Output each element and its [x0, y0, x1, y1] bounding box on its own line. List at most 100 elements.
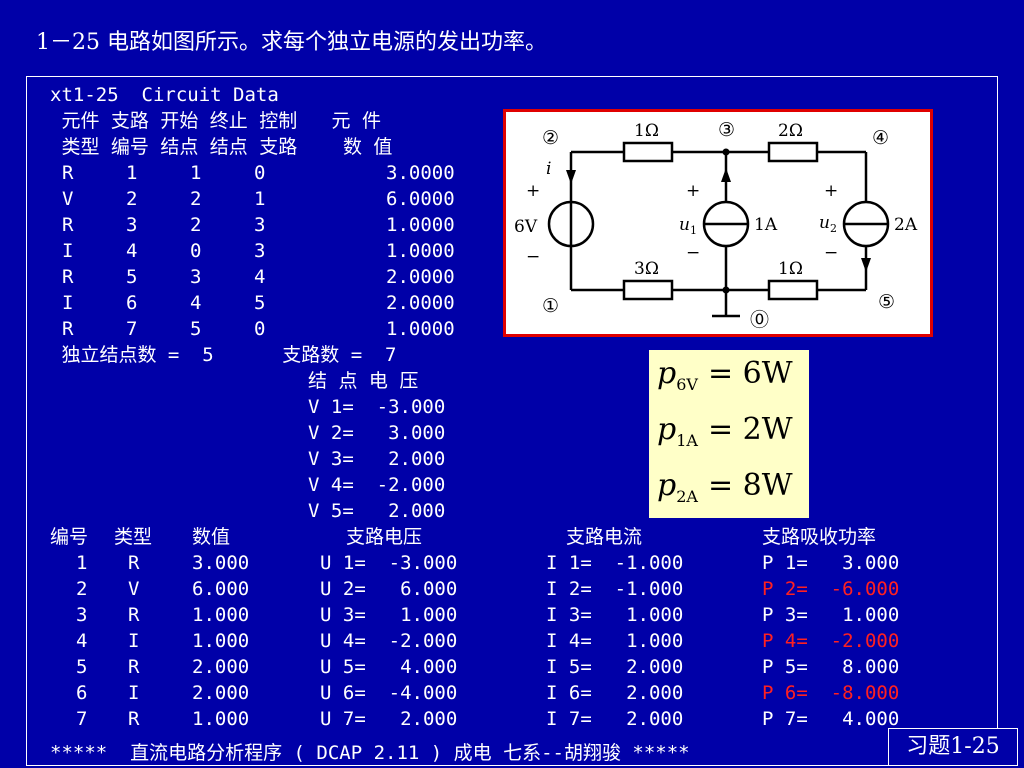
- element-branch: 3: [126, 214, 138, 236]
- power-result-row: p2A = 8W: [657, 468, 793, 506]
- power-value: = 8W: [707, 468, 793, 503]
- plus-u2: +: [824, 181, 838, 201]
- current-arrow-i: [566, 170, 576, 184]
- header-value: 数值: [192, 526, 231, 548]
- label-u2: u: [819, 213, 830, 233]
- minus-u1: −: [686, 243, 700, 263]
- power-symbol: p: [657, 412, 677, 447]
- element-end: 0: [254, 162, 266, 184]
- branch-u: U 3= 1.000: [320, 604, 458, 626]
- branch-p: P 7= 4.000: [762, 708, 900, 730]
- element-branch: 2: [126, 188, 138, 210]
- element-start: 1: [190, 162, 202, 184]
- branch-i: I 7= 2.000: [546, 708, 684, 730]
- branch-type: I: [128, 682, 140, 704]
- element-start: 5: [190, 318, 202, 340]
- node-label-0: ⓪: [750, 309, 769, 331]
- branch-u: U 2= 6.000: [320, 578, 458, 600]
- branch-no: 2: [76, 578, 88, 600]
- node-voltage: V 5= 2.000: [308, 500, 446, 522]
- header-voltage: 支路电压: [346, 526, 423, 548]
- output-panel: [26, 76, 998, 766]
- resistor-bottom-left: [622, 279, 674, 301]
- branch-type: I: [128, 630, 140, 652]
- power-result-row: p6V= 6W: [657, 356, 793, 394]
- element-end: 5: [254, 292, 266, 314]
- branch-p: P 2= -6.000: [762, 578, 900, 600]
- label-i: i: [546, 159, 551, 179]
- branch-u: U 4= -2.000: [320, 630, 458, 652]
- branch-u: U 7= 2.000: [320, 708, 458, 730]
- header-no: 编号: [50, 526, 89, 548]
- element-value: 1.0000: [386, 318, 455, 340]
- node-voltage: V 1= -3.000: [308, 396, 446, 418]
- header-type: 类型: [114, 526, 153, 548]
- label-u1: u: [679, 215, 690, 235]
- node-label-4: ④: [872, 127, 889, 149]
- branch-p: P 5= 8.000: [762, 656, 900, 678]
- element-branch: 5: [126, 266, 138, 288]
- node-dot-3: [722, 148, 730, 156]
- element-start: 2: [190, 214, 202, 236]
- resistor-top-left: [622, 141, 674, 163]
- label-r-bot-right: 1Ω: [778, 259, 803, 279]
- branch-no: 4: [76, 630, 88, 652]
- branch-no: 1: [76, 552, 88, 574]
- node-voltage: V 2= 3.000: [308, 422, 446, 444]
- node-voltage: V 3= 2.000: [308, 448, 446, 470]
- element-branch: 7: [126, 318, 138, 340]
- power-subscript: 2A: [676, 487, 698, 506]
- footer-text: ***** 直流电路分析程序 ( DCAP 2.11 ) 成电 七系--胡翔骏 …: [50, 742, 690, 764]
- element-end: 0: [254, 318, 266, 340]
- element-end: 3: [254, 214, 266, 236]
- label-r-top-left: 1Ω: [634, 121, 659, 141]
- power-value: = 6W: [707, 356, 793, 391]
- label-r-bot-left: 3Ω: [634, 259, 659, 279]
- element-value: 1.0000: [386, 214, 455, 236]
- element-start: 4: [190, 292, 202, 314]
- branch-i: I 6= 2.000: [546, 682, 684, 704]
- branch-value: 1.000: [192, 708, 250, 730]
- branch-i: I 4= 1.000: [546, 630, 684, 652]
- element-start: 0: [190, 240, 202, 262]
- branch-u: U 1= -3.000: [320, 552, 458, 574]
- header-power: 支路吸收功率: [762, 526, 877, 548]
- element-type: I: [62, 240, 74, 262]
- node-label-1: ①: [542, 295, 559, 317]
- branch-no: 3: [76, 604, 88, 626]
- column-header-2: 类型 编号 结点 结点 支路 数 值: [50, 136, 393, 158]
- power-symbol: p: [657, 468, 677, 503]
- element-type: R: [62, 318, 74, 340]
- branch-i: I 2= -1.000: [546, 578, 684, 600]
- branch-i: I 3= 1.000: [546, 604, 684, 626]
- resistor-top-right: [767, 141, 819, 163]
- element-start: 3: [190, 266, 202, 288]
- power-symbol: p: [657, 356, 677, 391]
- power-result-row: p1A = 2W: [657, 412, 793, 450]
- power-value: = 2W: [707, 412, 793, 447]
- node-label-2: ②: [542, 127, 559, 149]
- label-2a: 2A: [894, 215, 918, 235]
- element-end: 3: [254, 240, 266, 262]
- arrow-1a-up: [721, 168, 731, 182]
- element-end: 1: [254, 188, 266, 210]
- label-v-src: 6V: [514, 217, 538, 237]
- branch-value: 2.000: [192, 682, 250, 704]
- branch-type: R: [128, 552, 140, 574]
- branch-no: 5: [76, 656, 88, 678]
- branch-type: R: [128, 604, 140, 626]
- element-start: 2: [190, 188, 202, 210]
- element-type: V: [62, 188, 74, 210]
- element-value: 6.0000: [386, 188, 455, 210]
- minus-v: −: [526, 247, 540, 267]
- branch-value: 2.000: [192, 656, 250, 678]
- element-end: 4: [254, 266, 266, 288]
- power-subscript: 1A: [676, 431, 698, 450]
- column-header-1: 元件 支路 开始 终止 控制 元 件: [50, 110, 381, 132]
- circuit-svg: 1Ω 2Ω 3Ω 1Ω 6V 1A 2A i u 1 u 2 + − + − +…: [514, 119, 918, 331]
- element-type: R: [62, 266, 74, 288]
- element-branch: 1: [126, 162, 138, 184]
- node-label-3: ③: [718, 119, 735, 141]
- resistor-bottom-right: [767, 279, 819, 301]
